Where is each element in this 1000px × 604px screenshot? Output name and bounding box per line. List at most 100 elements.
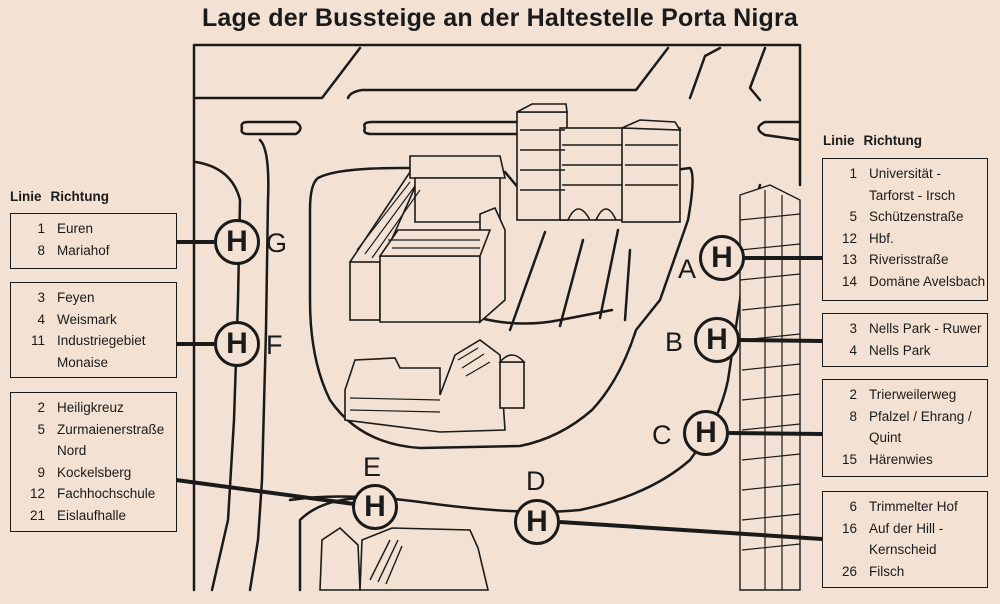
panel-stop-d: 6 Trimmelter Hof 16 Auf der Hill - Kernschei… xyxy=(822,491,988,588)
route-destination: Trimmelter Hof xyxy=(869,499,958,514)
route-destination: Quint xyxy=(869,430,902,446)
route-row: 12 Fachhochschule xyxy=(11,483,176,505)
route-row: 2 Heiligkreuz xyxy=(11,397,176,419)
stop-b-marker: H xyxy=(694,317,740,363)
route-line-number: 6 xyxy=(849,499,857,514)
stop-f-letter: F xyxy=(266,330,283,360)
route-line-number xyxy=(11,440,57,462)
route-destination: Schützenstraße xyxy=(869,209,964,225)
route-row: 1 Euren xyxy=(11,218,176,240)
stop-a-marker: H xyxy=(699,235,745,281)
header-direction: Richtung xyxy=(50,189,110,204)
header-direction: Richtung xyxy=(863,133,923,148)
panel-stop-a: 1 Universität - Tarforst - Irsch 5 Schützens… xyxy=(822,158,988,301)
route-destination: Heiligkreuz xyxy=(57,400,124,415)
route-destination: Kernscheid xyxy=(869,542,937,558)
route-row: 1 Universität - xyxy=(823,163,987,185)
stop-c-letter: C xyxy=(652,420,672,450)
route-line-number: 12 xyxy=(841,230,857,246)
route-line-number: 12 xyxy=(29,486,45,502)
route-line-number: 5 xyxy=(849,209,857,225)
route-row: 4 Weismark xyxy=(11,309,176,331)
route-line-number: 3 xyxy=(849,321,857,336)
route-row: Quint xyxy=(823,427,987,449)
panel-stop-g: 1 Euren 8 Mariahof xyxy=(10,213,177,269)
stop-c-marker: H xyxy=(683,410,729,456)
right-column-header: Linie Richtung xyxy=(823,133,931,148)
panel-stop-b: 3 Nells Park - Ruwer 4 Nells Park xyxy=(822,313,988,367)
header-line: Linie xyxy=(823,133,855,148)
route-row: 15 Härenwies xyxy=(823,449,987,471)
route-line-number: 2 xyxy=(37,400,45,415)
route-row: Kernscheid xyxy=(823,539,987,561)
route-destination: Pfalzel / Ehrang / xyxy=(869,408,972,424)
route-destination: Universität - xyxy=(869,166,942,181)
route-destination: Nord xyxy=(57,443,87,459)
route-destination: Nells Park xyxy=(869,342,931,358)
route-destination: Härenwies xyxy=(869,451,933,467)
route-row: Tarforst - Irsch xyxy=(823,185,987,207)
route-destination: Fachhochschule xyxy=(57,486,156,502)
route-destination: Feyen xyxy=(57,290,95,305)
route-line-number: 14 xyxy=(841,273,857,289)
map-title: Lage der Bussteige an der Haltestelle Po… xyxy=(201,4,799,32)
route-destination: Hbf. xyxy=(869,230,894,246)
stop-e-letter: E xyxy=(363,452,382,482)
route-row: 3 Nells Park - Ruwer xyxy=(823,318,987,340)
route-line-number: 1 xyxy=(849,166,857,181)
route-destination: Mariahof xyxy=(57,242,110,258)
stop-b-letter: B xyxy=(665,327,684,357)
route-destination: Domäne Avelsbach xyxy=(869,273,986,289)
route-row: 5 Schützenstraße xyxy=(823,206,987,228)
header-line: Linie xyxy=(10,189,42,204)
stop-d-marker: H xyxy=(514,499,560,545)
stop-d-letter: D xyxy=(526,466,546,496)
route-line-number xyxy=(11,352,57,374)
route-line-number: 15 xyxy=(841,451,857,467)
route-line-number xyxy=(823,185,869,207)
route-row: 6 Trimmelter Hof xyxy=(823,496,987,518)
route-line-number: 9 xyxy=(37,464,45,480)
route-line-number: 4 xyxy=(849,342,857,358)
route-line-number: 13 xyxy=(841,252,857,268)
route-row: 9 Kockelsberg xyxy=(11,462,176,484)
route-line-number: 3 xyxy=(37,290,45,305)
left-column-header: Linie Richtung xyxy=(10,189,118,204)
route-row: 5 Zurmaienerstraße xyxy=(11,419,176,441)
route-row: Nord xyxy=(11,440,176,462)
stop-e-marker: H xyxy=(352,484,398,530)
route-row: 8 Pfalzel / Ehrang / xyxy=(823,406,987,428)
stop-g-letter: G xyxy=(266,228,288,258)
route-line-number xyxy=(823,539,869,561)
route-row: 12 Hbf. xyxy=(823,228,987,250)
route-destination: Euren xyxy=(57,221,94,236)
route-destination: Monaise xyxy=(57,354,109,370)
route-row: Monaise xyxy=(11,352,176,374)
route-row: 8 Mariahof xyxy=(11,240,176,262)
route-row: 4 Nells Park xyxy=(823,340,987,362)
route-destination: Trierweilerweg xyxy=(869,387,957,402)
route-destination: Auf der Hill - xyxy=(869,520,944,536)
route-line-number: 5 xyxy=(37,421,45,437)
route-row: 14 Domäne Avelsbach xyxy=(823,271,987,293)
route-line-number: 8 xyxy=(849,408,857,424)
route-destination: Tarforst - Irsch xyxy=(869,187,956,203)
route-row: 16 Auf der Hill - xyxy=(823,518,987,540)
route-line-number: 1 xyxy=(37,221,45,236)
route-line-number: 8 xyxy=(37,242,45,258)
route-line-number: 16 xyxy=(841,520,857,536)
stop-a-letter: A xyxy=(678,254,697,284)
route-destination: Kockelsberg xyxy=(57,464,132,480)
route-line-number: 4 xyxy=(37,311,45,327)
route-destination: Zurmaienerstraße xyxy=(57,421,165,437)
route-line-number xyxy=(823,427,869,449)
route-destination: Nells Park - Ruwer xyxy=(869,321,982,336)
route-line-number: 26 xyxy=(841,563,857,579)
route-destination: Weismark xyxy=(57,311,117,327)
